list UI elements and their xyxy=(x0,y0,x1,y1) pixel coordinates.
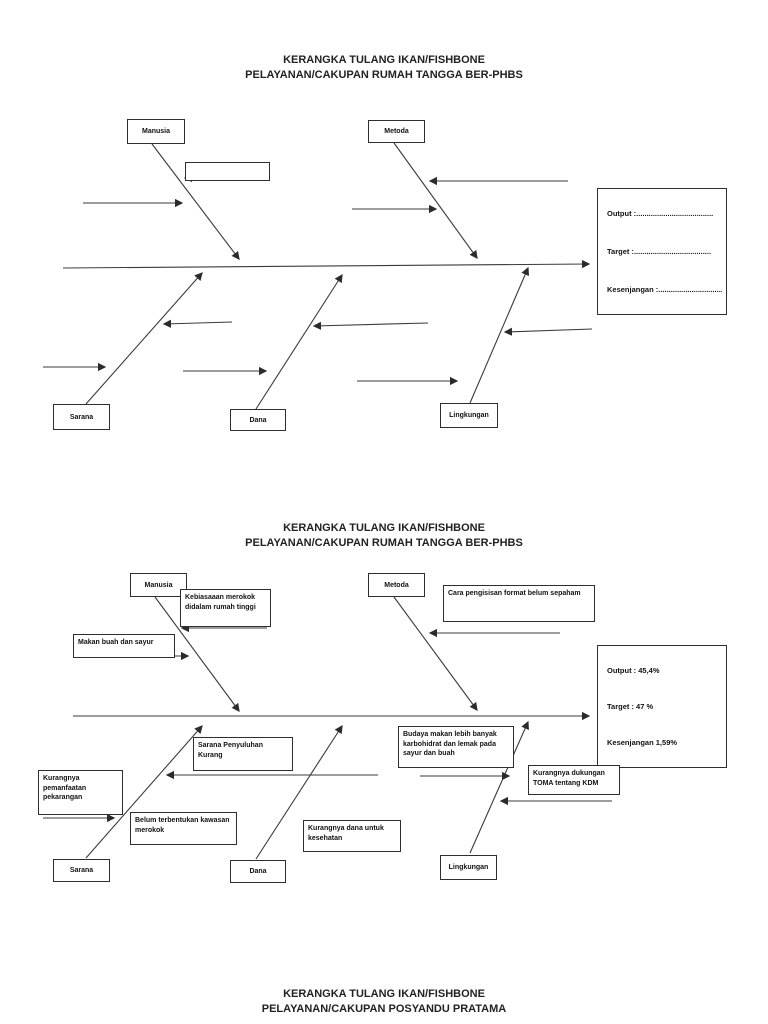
d2-cause-box-kurangnya-pemanfaatan: Kurangnya pemanfaatan pekarangan xyxy=(38,770,123,815)
d1-category-box-lingkungan: Lingkungan xyxy=(440,403,498,428)
d2-effect-box: Output : 45,4% Target : 47 % Kesenjangan… xyxy=(597,645,727,768)
diagram1-title-line1: KERANGKA TULANG IKAN/FISHBONE xyxy=(283,54,485,66)
d2-cause-box-sarana-penyuluhan: Sarana Penyuluhan Kurang xyxy=(193,737,293,771)
d2-category-box-lingkungan: Lingkungan xyxy=(440,855,497,880)
d1-sarana-bone xyxy=(85,272,203,405)
d2-metoda-bone xyxy=(393,596,478,711)
diagram2-title: KERANGKA TULANG IKAN/FISHBONE PELAYANAN/… xyxy=(0,521,768,551)
diagram2-title-line1: KERANGKA TULANG IKAN/FISHBONE xyxy=(283,522,485,534)
d1-effect-box: Output :................................… xyxy=(597,188,727,315)
diagram3-title-line2: PELAYANAN/CAKUPAN POSYANDU PRATAMA xyxy=(261,1003,507,1015)
d1-dana-arrow-left xyxy=(312,321,429,330)
d1-effect-kesenjangan: Kesenjangan :...........................… xyxy=(607,284,722,294)
d1-manusia-bone xyxy=(151,143,240,260)
d2-manusia-bone xyxy=(154,596,240,712)
d1-category-box-manusia: Manusia xyxy=(127,119,185,144)
d1-metoda-bone xyxy=(393,142,478,260)
d2-cause-box-belum-terbentukan: Belum terbentukan kawasan merokok xyxy=(130,812,237,845)
d2-category-box-metoda: Metoda xyxy=(368,573,425,597)
d2-effect-kesenjangan: Kesenjangan 1,59% xyxy=(607,738,678,748)
diagram3-title: KERANGKA TULANG IKAN/FISHBONE PELAYANAN/… xyxy=(0,987,768,1017)
d2-cause-box-kurangnya-dana: Kurangnya dana untuk kesehatan xyxy=(303,820,401,852)
d1-category-box-sarana: Sarana xyxy=(53,404,110,430)
diagram1-title: KERANGKA TULANG IKAN/FISHBONE PELAYANAN/… xyxy=(0,53,768,83)
d1-lingkungan-arrow-left xyxy=(503,327,593,336)
diagram3-title-line1: KERANGKA TULANG IKAN/FISHBONE xyxy=(283,988,485,1000)
d2-lingkungan-bone xyxy=(469,720,529,854)
d1-empty-cause-box xyxy=(185,162,270,181)
diagram1-bones xyxy=(43,142,593,410)
diagram1-title-line2: PELAYANAN/CAKUPAN RUMAH TANGGA BER-PHBS xyxy=(245,69,523,81)
d2-effect-output: Output : 45,4% xyxy=(607,665,660,675)
d2-cause-box-makan-buah: Makan buah dan sayur xyxy=(73,634,175,658)
d1-category-box-dana: Dana xyxy=(230,409,286,431)
d2-dana-bone xyxy=(255,724,343,860)
d2-category-box-manusia: Manusia xyxy=(130,573,187,597)
d2-sarana-bone xyxy=(85,725,203,859)
d2-category-box-dana: Dana xyxy=(230,860,286,883)
d1-spine xyxy=(62,259,591,269)
d1-sarana-arrow-left xyxy=(162,319,233,328)
d1-category-box-metoda: Metoda xyxy=(368,120,425,143)
d2-cause-box-cara-pengisisan: Cara pengisisan format belum sepaham xyxy=(443,585,595,622)
d2-cause-box-budaya-makan: Budaya makan lebih banyak karbohidrat da… xyxy=(398,726,514,768)
d2-effect-target: Target : 47 % xyxy=(607,701,654,711)
diagram2-title-line2: PELAYANAN/CAKUPAN RUMAH TANGGA BER-PHBS xyxy=(245,537,523,549)
d2-cause-box-kebiasaan: Kebiasaaan merokok didalam rumah tinggi xyxy=(180,589,271,627)
d2-category-box-sarana: Sarana xyxy=(53,859,110,882)
d1-dana-bone xyxy=(255,273,343,410)
d1-effect-target: Target :................................… xyxy=(607,246,712,256)
d1-lingkungan-bone xyxy=(469,266,530,404)
d1-effect-output: Output :................................… xyxy=(607,209,714,219)
d2-cause-box-kurangnya-dukungan: Kurangnya dukungan TOMA tentang KDM xyxy=(528,765,620,795)
